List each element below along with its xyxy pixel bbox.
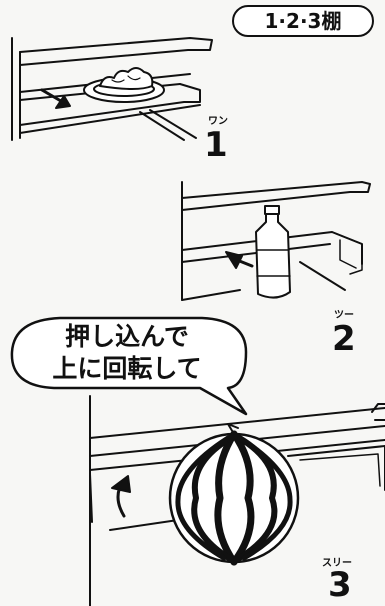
plate-with-food-icon (83, 67, 165, 103)
step-2-reading: ツー (334, 310, 354, 321)
bubble-line-2: 上に回転して (52, 354, 202, 383)
step-1-number: 1 (204, 125, 228, 165)
step-3-number: 3 (328, 565, 352, 605)
step-2-number: 2 (332, 319, 356, 359)
push-arrow-icon-2 (225, 251, 254, 269)
speech-bubble (10, 316, 248, 416)
bubble-line-1: 押し込んで (65, 322, 189, 351)
rotate-arrow-icon (111, 475, 131, 518)
bottle-icon (255, 205, 291, 299)
step-1-reading: ワン (208, 116, 228, 127)
push-arrow-icon (40, 88, 71, 109)
watermelon-icon (168, 423, 300, 566)
step-3-reading: スリー (322, 558, 352, 569)
shelf-badge: 1·2·3棚 (232, 5, 374, 37)
